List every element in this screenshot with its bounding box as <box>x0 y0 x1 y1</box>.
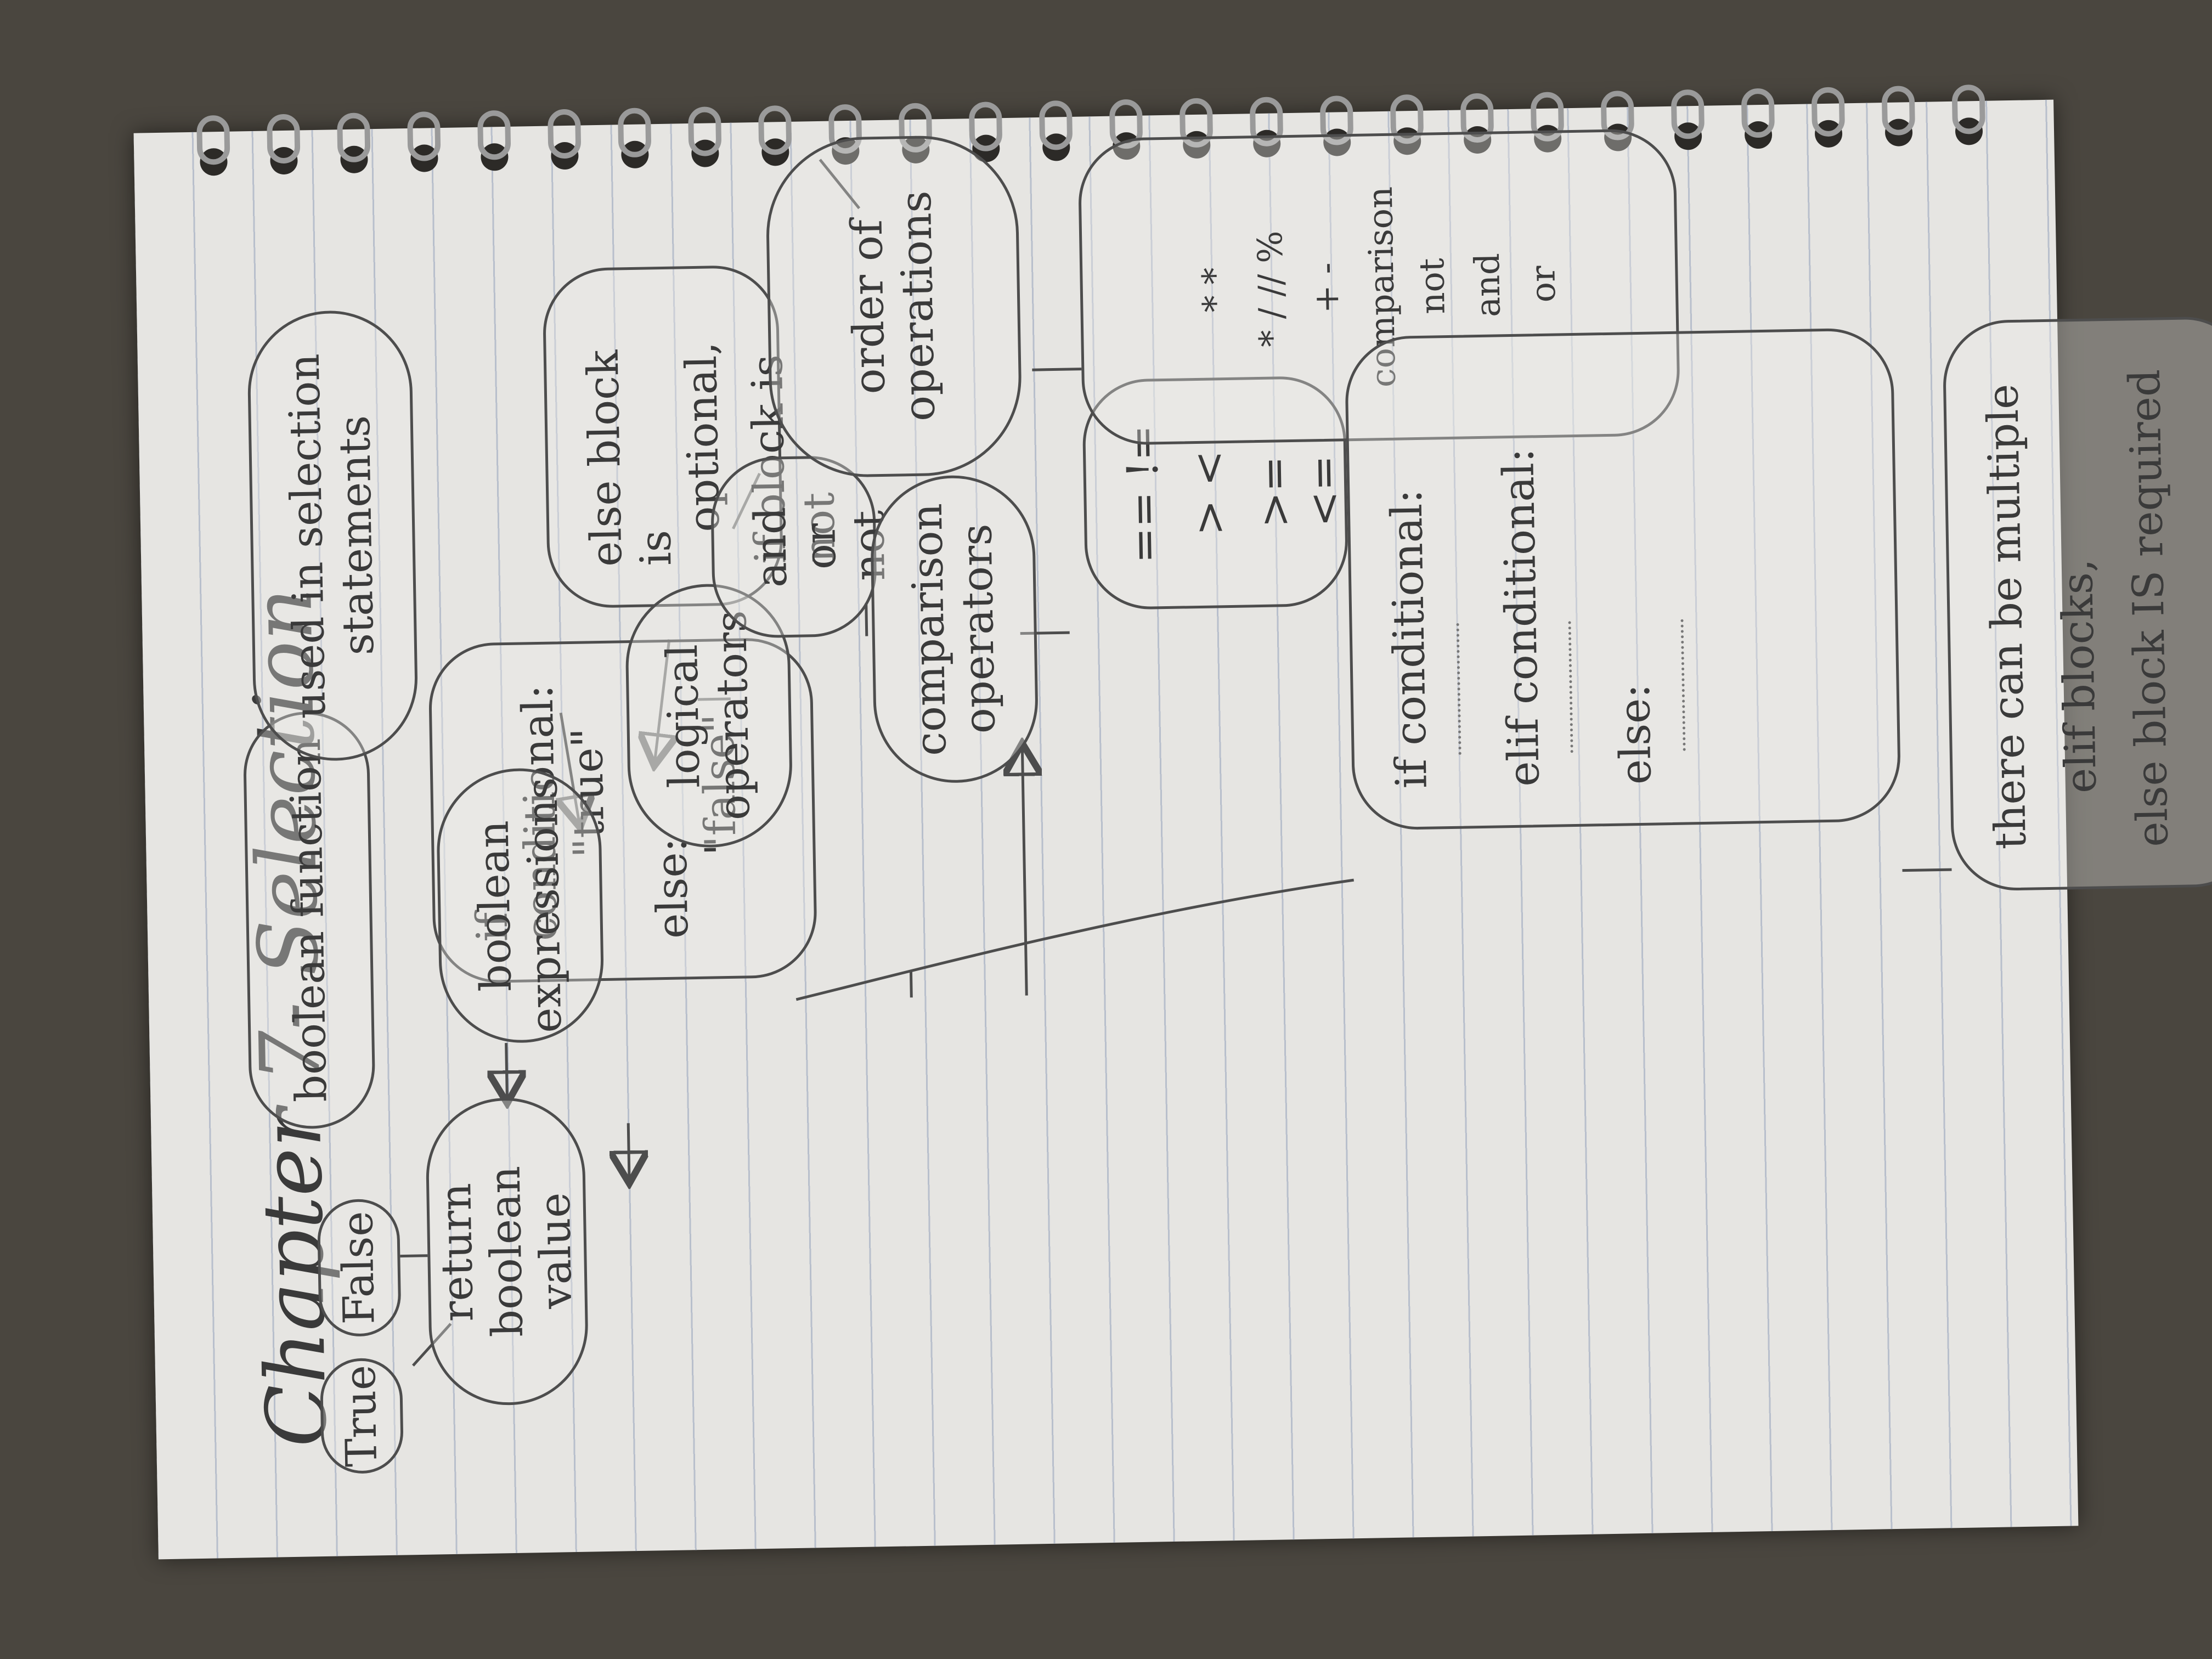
arrow-logical-to-expressions <box>561 712 579 822</box>
node-if-elif-else: if conditional: elif conditional: else: <box>1344 327 1901 831</box>
link-ifelse-optional <box>865 603 868 636</box>
link-andornot-order <box>732 472 761 529</box>
node-multiple-elif: there can be multiple elif blocks, else … <box>1942 315 2212 892</box>
node-order-of-operations: order of operations <box>764 134 1023 479</box>
placeholder-squiggle <box>1664 619 1686 752</box>
node-and-or-not: and or not <box>710 455 895 639</box>
node-boolean-function: boolean function <box>242 710 376 1130</box>
node-comparison-operators: comparison operators <box>869 474 1040 785</box>
arrow-comparison-to-expressions <box>653 639 672 760</box>
node-used-in-selection-statements: used in selection statements <box>246 309 419 763</box>
link-symbols-order <box>819 159 861 210</box>
notebook-page-rotated: Chapter 7- Selection True False return b… <box>133 84 2212 1560</box>
arrow-expressions-to-return <box>506 1043 507 1098</box>
link-order-precedence <box>1032 368 1082 371</box>
node-boolean-expressions: boolean expressions <box>435 767 605 1045</box>
arrow-function-to-used <box>1022 749 1026 996</box>
link-comparison-symbols <box>1020 631 1070 635</box>
node-return-boolean-value: return boolean value <box>425 1096 590 1407</box>
placeholder-squiggle <box>1551 621 1574 753</box>
link-true-return <box>412 1323 452 1367</box>
connector-lines <box>400 159 1952 1367</box>
link-ifelifelse-multiple <box>1902 868 1952 872</box>
link-used-ifelifelse <box>795 878 1355 1001</box>
node-false: False <box>317 1198 402 1338</box>
placeholder-squiggle <box>1440 623 1462 755</box>
arrow-function-to-return <box>628 1123 629 1178</box>
node-true: True <box>319 1357 404 1475</box>
